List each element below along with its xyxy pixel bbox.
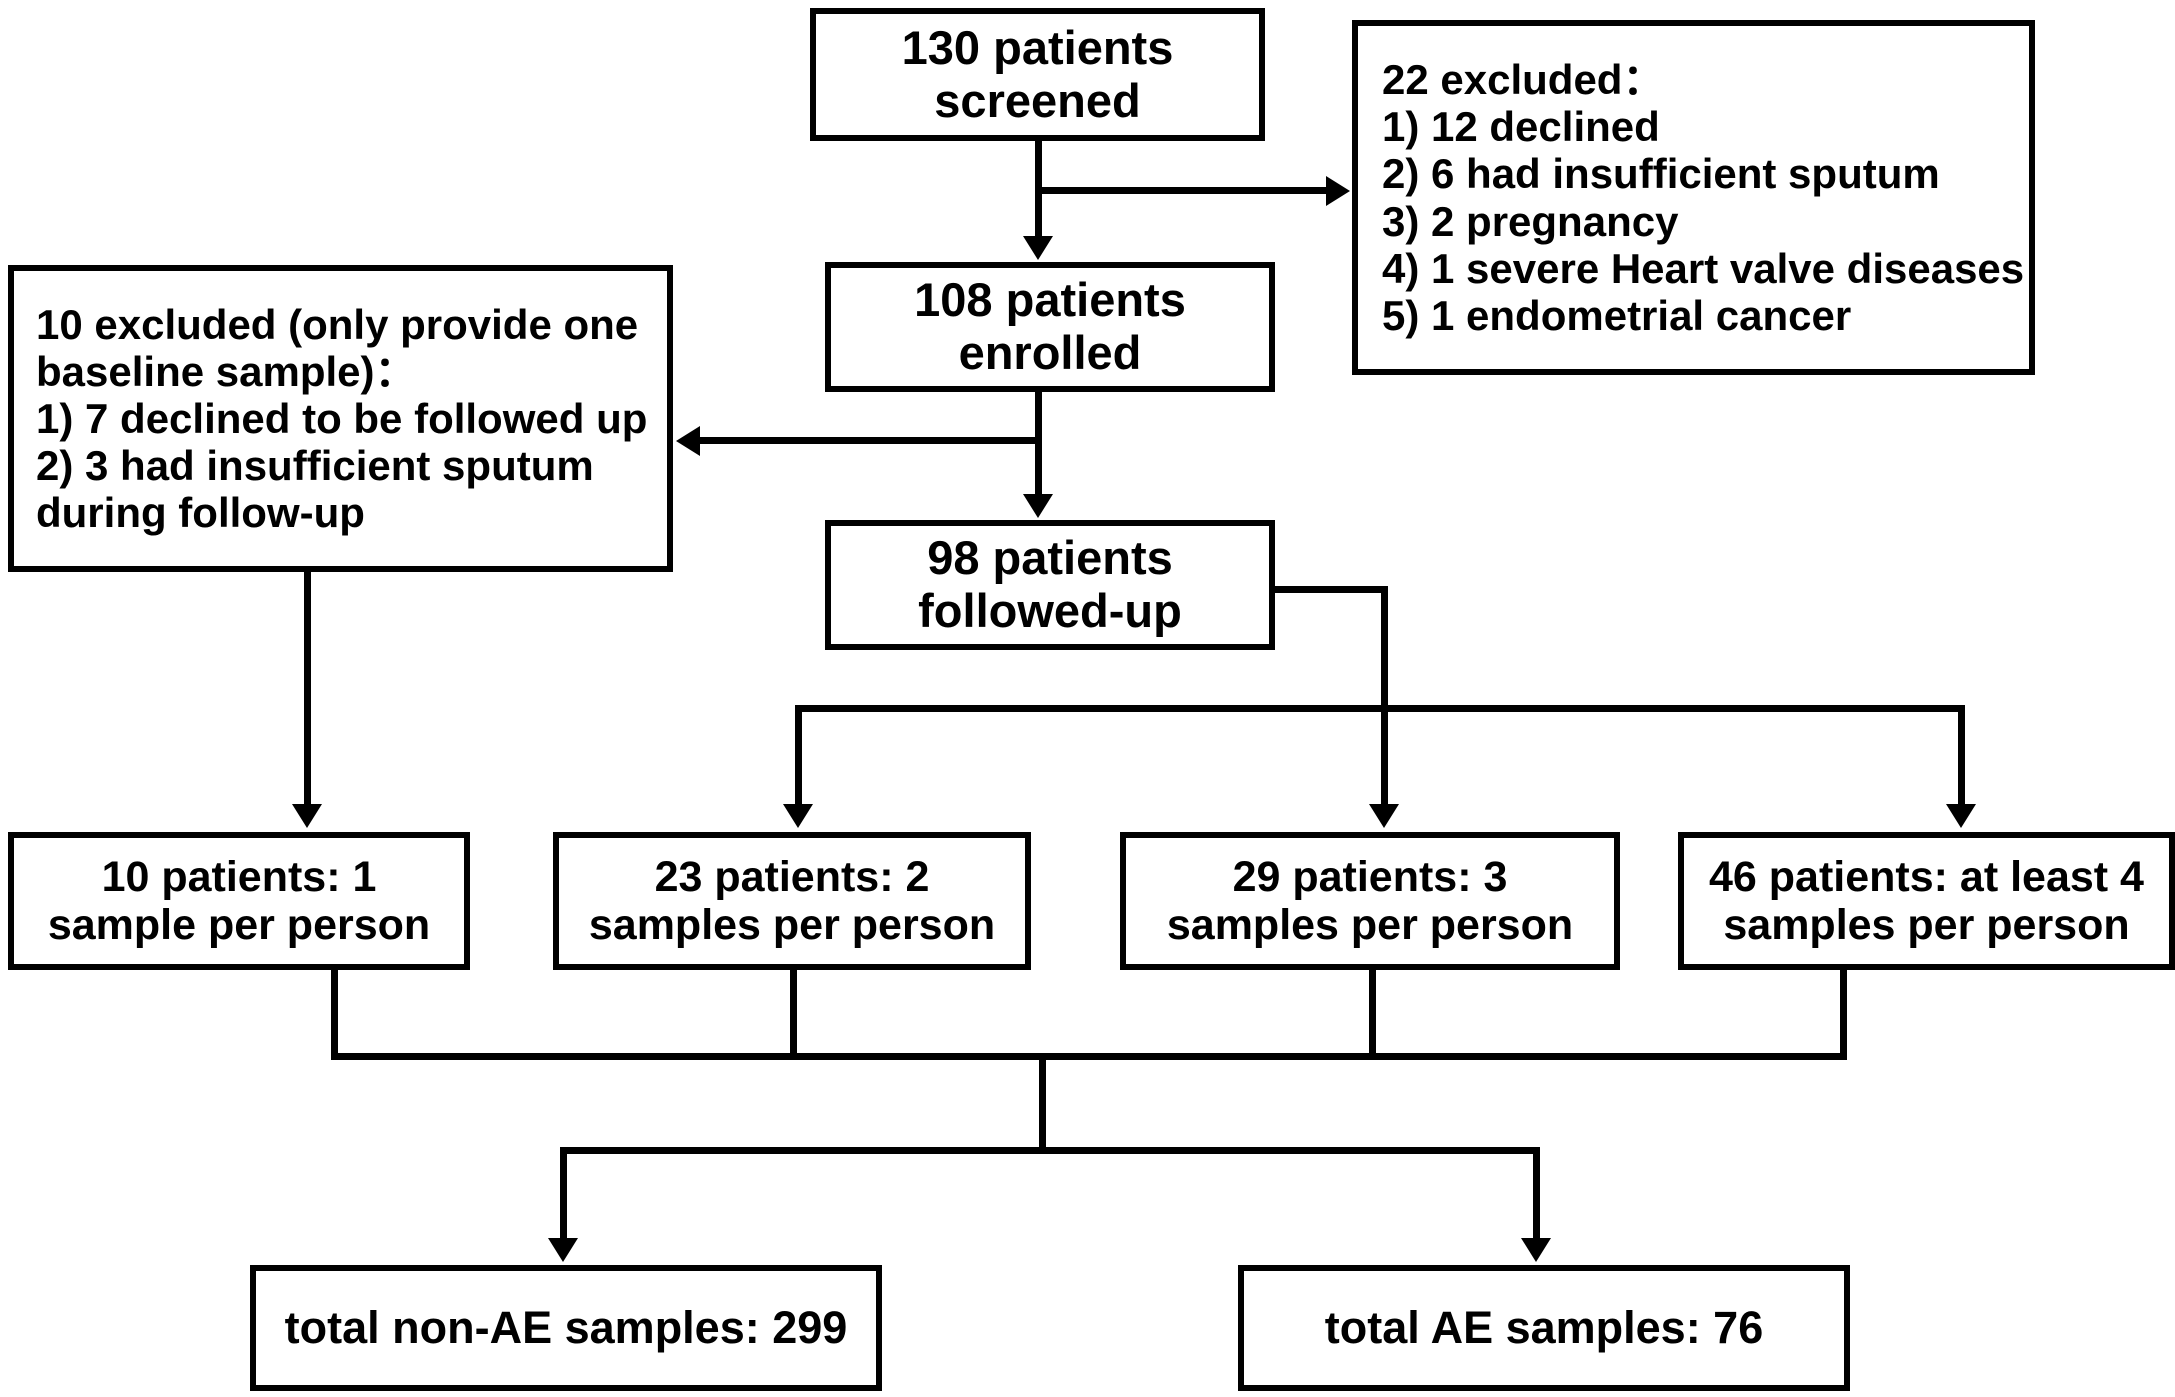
node-excluded-10-line-4: 2) 3 had insufficient sputum: [36, 442, 594, 490]
node-group-3-line-2: samples per person: [1166, 901, 1574, 949]
node-followed-up: 98 patients followed-up: [825, 520, 1275, 650]
edge-to-total-non-ae: [560, 1147, 567, 1239]
node-excluded-22-line-6: 5) 1 endometrial cancer: [1382, 291, 1852, 339]
node-enrolled: 108 patients enrolled: [825, 262, 1275, 392]
edge-screened-to-enrolled-arrow: [1023, 236, 1053, 260]
edge-group-3-riser: [1369, 968, 1376, 1060]
edge-to-excluded-10-horizontal: [700, 437, 1040, 444]
node-excluded-22-line-5: 4) 1 severe Heart valve diseases: [1382, 244, 2025, 292]
node-excluded-22-line-4: 3) 2 pregnancy: [1382, 197, 1679, 245]
node-enrolled-line-1: 108 patients: [914, 273, 1186, 327]
edge-to-total-ae: [1533, 1147, 1540, 1239]
node-followed-up-line-1: 98 patients: [927, 531, 1173, 585]
node-group-1: 10 patients: 1 sample per person: [8, 832, 470, 970]
edge-distribution-bus: [795, 705, 1965, 712]
node-group-2-line-1: 23 patients: 2: [654, 852, 930, 901]
edge-bus-to-group-3-arrow: [1369, 804, 1399, 828]
node-group-3-line-1: 29 patients: 3: [1232, 852, 1508, 901]
node-group-1-line-1: 10 patients: 1: [101, 852, 377, 901]
edge-to-excluded-22-horizontal: [1035, 187, 1328, 194]
edge-followed-up-side-horizontal: [1270, 586, 1388, 593]
node-group-2: 23 patients: 2 samples per person: [553, 832, 1031, 970]
edge-enrolled-to-followed-arrow: [1023, 494, 1053, 518]
node-enrolled-line-2: enrolled: [958, 326, 1142, 379]
node-screened-line-2: screened: [934, 73, 1141, 127]
node-screened-line-1: 130 patients: [901, 20, 1174, 74]
node-group-4-line-2: samples per person: [1723, 901, 2130, 949]
node-excluded-10-line-1: 10 excluded (only provide one: [36, 300, 639, 348]
node-excluded-10-line-5: during follow-up: [36, 489, 365, 537]
edge-group-4-riser: [1840, 968, 1847, 1060]
node-total-ae: total AE samples: 76: [1238, 1265, 1850, 1391]
edge-collector-bus-top: [331, 1053, 1847, 1060]
edge-bus-to-group-4-arrow: [1946, 804, 1976, 828]
edge-to-total-non-ae-arrow: [548, 1238, 578, 1262]
node-excluded-22-line-2: 1) 12 declined: [1382, 103, 1660, 151]
edge-excluded-10-to-group-1-arrow: [292, 804, 322, 828]
edge-to-excluded-10-arrow: [676, 426, 700, 456]
node-excluded-10: 10 excluded (only provide one baseline s…: [8, 265, 673, 572]
edge-to-excluded-22-arrow: [1326, 176, 1350, 206]
node-group-1-line-2: sample per person: [47, 901, 431, 949]
node-group-4: 46 patients: at least 4 samples per pers…: [1678, 832, 2175, 970]
node-group-3: 29 patients: 3 samples per person: [1120, 832, 1620, 970]
edge-to-total-ae-arrow: [1521, 1238, 1551, 1262]
edge-followed-up-side-vertical: [1381, 586, 1388, 711]
edge-group-1-riser: [331, 968, 338, 1060]
node-group-2-line-2: samples per person: [588, 901, 996, 949]
node-followed-up-line-2: followed-up: [918, 584, 1182, 637]
node-excluded-22: 22 excluded： 1) 12 declined 2) 6 had ins…: [1352, 20, 2035, 375]
edge-collector-bus-bottom: [560, 1147, 1540, 1154]
edge-bus-to-group-2: [795, 705, 802, 805]
node-excluded-10-line-2: baseline sample)：: [36, 347, 417, 395]
edge-group-2-riser: [790, 968, 797, 1060]
edge-excluded-10-to-group-1: [304, 572, 311, 804]
edge-bus-to-group-3: [1381, 705, 1388, 805]
node-excluded-22-line-1: 22 excluded：: [1382, 56, 1665, 104]
node-excluded-10-line-3: 1) 7 declined to be followed up: [36, 394, 648, 442]
node-screened: 130 patients screened: [810, 8, 1265, 141]
node-group-4-line-1: 46 patients: at least 4: [1709, 852, 2144, 901]
edge-bus-to-group-2-arrow: [783, 804, 813, 828]
edge-bus-to-group-4: [1958, 705, 1965, 805]
edge-collector-stem: [1039, 1053, 1046, 1153]
node-excluded-22-line-3: 2) 6 had insufficient sputum: [1382, 150, 1940, 198]
node-total-ae-line-1: total AE samples: 76: [1324, 1301, 1764, 1353]
node-total-non-ae: total non-AE samples: 299: [250, 1265, 882, 1391]
node-total-non-ae-line-1: total non-AE samples: 299: [284, 1301, 848, 1353]
